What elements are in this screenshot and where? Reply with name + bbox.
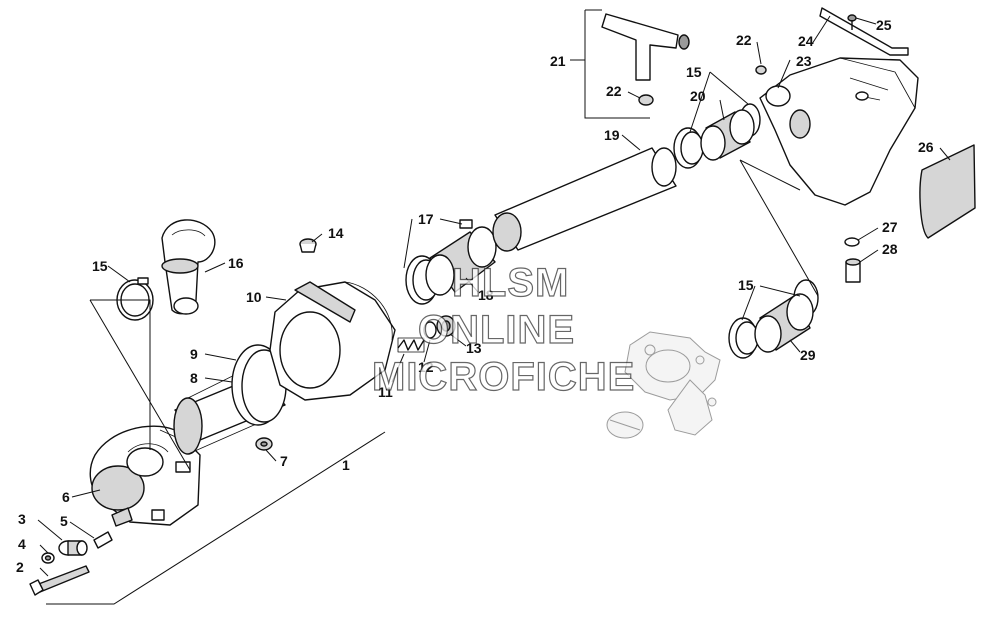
bolt <box>29 565 90 596</box>
hose-clamp-left <box>116 277 154 321</box>
callout-18: 18 <box>478 287 494 303</box>
access-cover <box>919 144 976 239</box>
airbox-housing <box>89 425 201 526</box>
outlet-coupler-20 <box>700 109 755 161</box>
breather-grommet-22 <box>638 65 767 106</box>
callout-23: 23 <box>796 53 812 69</box>
callout-10: 10 <box>246 289 262 305</box>
breather-hose <box>601 13 690 81</box>
callout-28: 28 <box>882 241 898 257</box>
drain-plug <box>845 258 861 283</box>
intake-elbow <box>161 219 216 315</box>
retaining-nut <box>436 315 456 337</box>
throttle-coupler-29 <box>754 293 814 353</box>
callout-11: 11 <box>378 384 393 400</box>
callout-27: 27 <box>882 219 898 235</box>
mounting-bracket <box>819 7 909 56</box>
callout-14: 14 <box>328 225 344 241</box>
callout-12: 12 <box>418 359 434 375</box>
callout-1: 1 <box>342 457 350 473</box>
callout-25: 25 <box>876 17 892 33</box>
callout-26: 26 <box>918 139 934 155</box>
spring <box>397 337 425 353</box>
mount-grommet <box>255 437 273 451</box>
callout-15-right: 15 <box>738 277 754 293</box>
filter-housing-cover <box>269 281 396 401</box>
callout-2: 2 <box>16 559 24 575</box>
watermark-line-3: MICROFICHE <box>372 355 635 399</box>
throttle-body-ghost <box>606 331 721 439</box>
callout-17: 17 <box>418 211 434 227</box>
intake-silencer <box>759 57 919 206</box>
callout-4: 4 <box>18 536 26 552</box>
spring-washer <box>423 321 437 339</box>
callout-6: 6 <box>62 489 70 505</box>
drain-o-ring <box>844 237 860 247</box>
callout-5: 5 <box>60 513 68 529</box>
callout-8: 8 <box>190 370 198 386</box>
callout-19: 19 <box>604 127 620 143</box>
watermark-line-2: ONLINE <box>418 308 575 352</box>
callout-labels: 1 2 3 4 5 6 7 8 9 10 11 12 13 14 15 15 1… <box>16 17 934 575</box>
intake-coupler-18 <box>425 226 497 296</box>
grommet <box>58 540 88 556</box>
callout-13: 13 <box>466 340 482 356</box>
leader-lines <box>37 9 951 605</box>
washer <box>41 552 55 564</box>
callout-24: 24 <box>798 33 814 49</box>
callout-20: 20 <box>690 88 706 104</box>
callout-15-left: 15 <box>92 258 108 274</box>
watermark: HLSM ONLINE MICROFICHE <box>371 260 635 399</box>
intake-tube <box>492 147 677 252</box>
callout-9: 9 <box>190 346 198 362</box>
spacer <box>93 507 133 549</box>
watermark-line-1: HLSM <box>452 261 569 305</box>
callout-22-left: 22 <box>606 83 622 99</box>
callout-22-top: 22 <box>736 32 752 48</box>
callout-15-top: 15 <box>686 64 702 80</box>
callout-21: 21 <box>550 53 566 69</box>
callout-29: 29 <box>800 347 816 363</box>
callout-16: 16 <box>228 255 244 271</box>
callout-7: 7 <box>280 453 288 469</box>
callout-3: 3 <box>18 511 26 527</box>
